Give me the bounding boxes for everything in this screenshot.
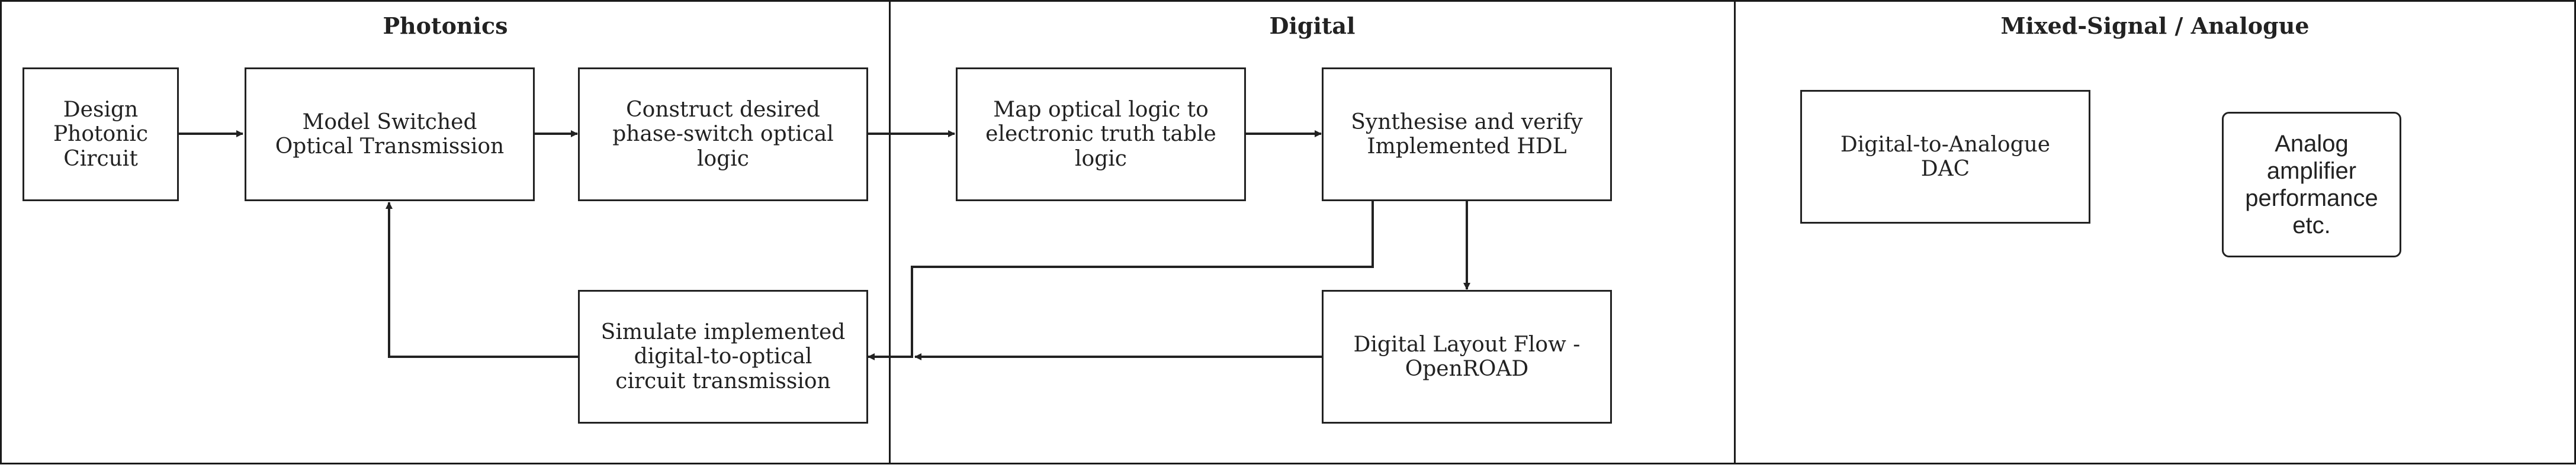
lane-mixed-signal: Mixed-Signal / Analogue	[1734, 0, 2576, 464]
lane-title-digital: Digital	[1269, 12, 1356, 39]
edge-simulate-to-model	[386, 202, 579, 358]
lane-title-photonics: Photonics	[383, 12, 508, 39]
node-analog-amplifier-performance: Analog amplifier performance etc.	[2222, 112, 2401, 257]
node-synthesise-verify-hdl: Synthesise and verify Implemented HDL	[1322, 67, 1612, 201]
node-design-photonic-circuit: Design Photonic Circuit	[23, 67, 179, 201]
node-digital-to-analogue-dac: Digital-to-Analogue DAC	[1800, 90, 2090, 224]
node-map-optical-logic: Map optical logic to electronic truth ta…	[956, 67, 1246, 201]
node-digital-layout-flow: Digital Layout Flow - OpenROAD	[1322, 290, 1612, 424]
node-model-switched-optical-transmission: Model Switched Optical Transmission	[245, 67, 535, 201]
lane-title-mixed-signal: Mixed-Signal / Analogue	[2000, 12, 2310, 39]
node-construct-phase-switch-logic: Construct desired phase-switch optical l…	[578, 67, 868, 201]
edge-synthesise-to-simulate	[868, 201, 1374, 360]
node-simulate-implemented-transmission: Simulate implemented digital-to-optical …	[578, 290, 868, 424]
